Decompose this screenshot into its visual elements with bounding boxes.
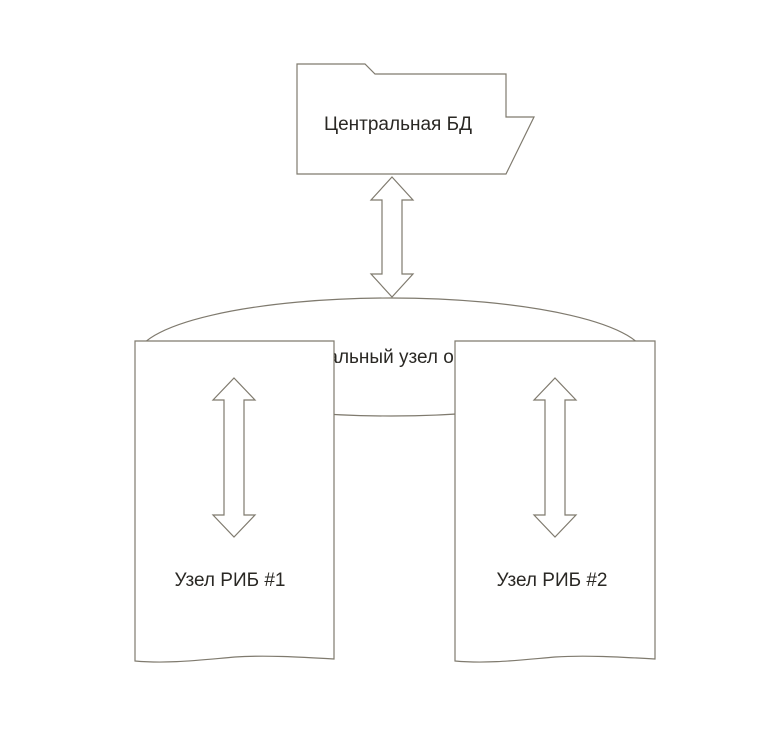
double-arrow-db-hub	[369, 176, 415, 298]
double-arrow-hub-rib1	[211, 377, 257, 538]
folder-icon	[296, 63, 535, 175]
double-arrow-hub-rib2	[532, 377, 578, 538]
central-db-label: Центральная БД	[324, 114, 472, 135]
rib-node-2-label: Узел РИБ #2	[496, 570, 607, 591]
rib-node-1-label: Узел РИБ #1	[174, 570, 285, 591]
central-db-node: Центральная БД	[296, 63, 535, 175]
